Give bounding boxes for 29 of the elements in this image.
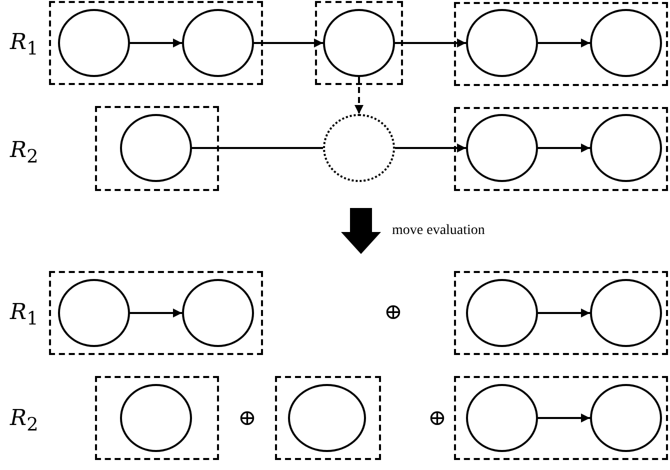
row-label: R$_{1}$ [10,302,38,329]
operator-symbol: ⊕ [238,408,256,430]
arrow [538,144,590,152]
dashed-group-box [454,271,668,355]
dashed-group-box [454,376,668,460]
operator-symbol: ⊕ [428,408,446,430]
step-label: move evaluation [392,224,485,238]
dashed-group-box [95,376,219,460]
dashed-arrow [354,77,364,114]
arrow [538,414,590,422]
arrow [395,144,466,152]
dashed-group-box [454,2,668,86]
dashed-group-box [454,107,668,191]
dashed-group-box [315,1,403,85]
arrow [130,38,182,48]
arrow [538,308,590,318]
operator-symbol: ⊕ [384,302,402,324]
dashed-group-box [275,376,381,460]
dashed-group-box [49,1,263,85]
arrow [130,308,182,318]
row-label: R$_{2}$ [10,140,38,167]
arrow [538,38,590,48]
connector-line [192,147,323,149]
dashed-group-box [49,271,263,355]
row-label: R$_{2}$ [10,408,38,435]
dashed-group-box [95,106,219,191]
row-label: R$_{1}$ [10,32,38,59]
arrow [254,38,323,48]
arrow [395,38,466,48]
